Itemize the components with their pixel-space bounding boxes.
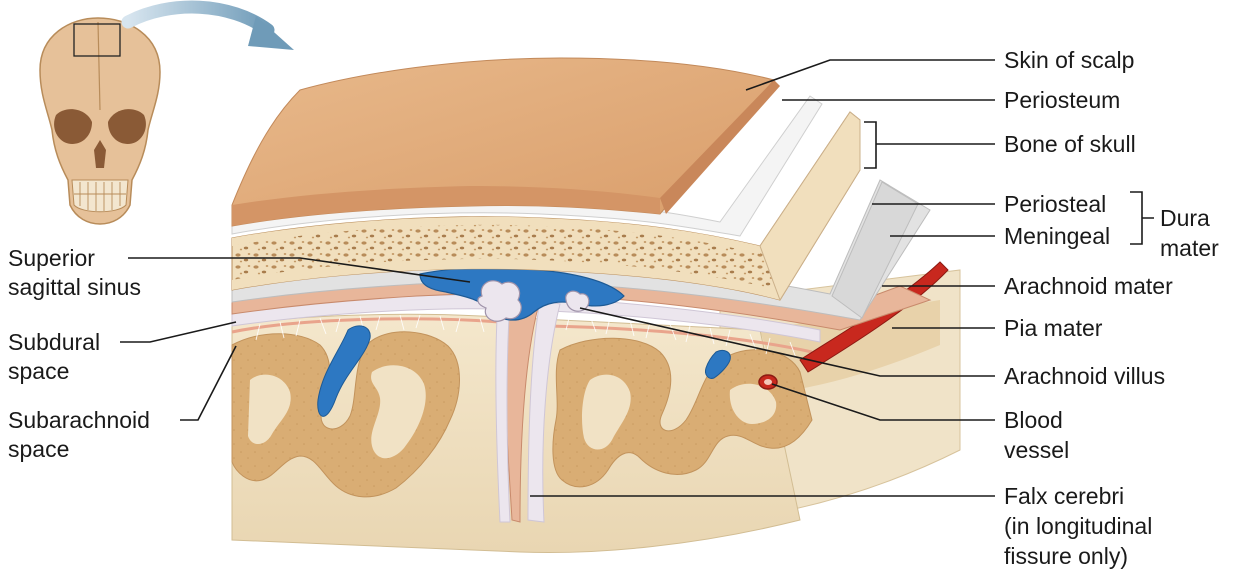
label-meningeal: Meningeal — [1004, 222, 1110, 251]
label-falx-sub1: (in longitudinal — [1004, 512, 1152, 541]
label-vessel: vessel — [1004, 436, 1069, 465]
label-subarachnoid: Subarachnoid — [8, 406, 150, 435]
label-periosteal: Periosteal — [1004, 190, 1106, 219]
leader-bone-of-skull — [864, 122, 995, 168]
label-blood: Blood — [1004, 406, 1063, 435]
skull-illustration — [40, 18, 160, 224]
label-skin-of-scalp: Skin of scalp — [1004, 46, 1134, 75]
label-superior: Superior — [8, 244, 95, 273]
label-subdural: Subdural — [8, 328, 100, 357]
label-sagittal-sinus: sagittal sinus — [8, 273, 141, 302]
leader-skin-of-scalp — [746, 60, 995, 90]
leader-subarachnoid-space — [180, 346, 236, 420]
arachnoid-villus-right — [566, 291, 589, 311]
meninges-block — [232, 58, 960, 553]
label-dura-mater: mater — [1160, 234, 1219, 263]
label-subdural-space: space — [8, 357, 69, 386]
label-bone-of-skull: Bone of skull — [1004, 130, 1136, 159]
label-arachnoid-mater: Arachnoid mater — [1004, 272, 1173, 301]
label-falx-sub2: fissure only) — [1004, 542, 1128, 571]
label-pia-mater: Pia mater — [1004, 314, 1102, 343]
leader-subdural-space — [120, 322, 236, 342]
label-subarachnoid-space: space — [8, 435, 69, 464]
leader-dura-bracket — [1130, 192, 1154, 244]
label-arachnoid-villus: Arachnoid villus — [1004, 362, 1165, 391]
label-falx-cerebri: Falx cerebri — [1004, 482, 1124, 511]
label-periosteum: Periosteum — [1004, 86, 1120, 115]
arachnoid-villus-left — [478, 281, 521, 321]
label-dura: Dura — [1160, 204, 1210, 233]
